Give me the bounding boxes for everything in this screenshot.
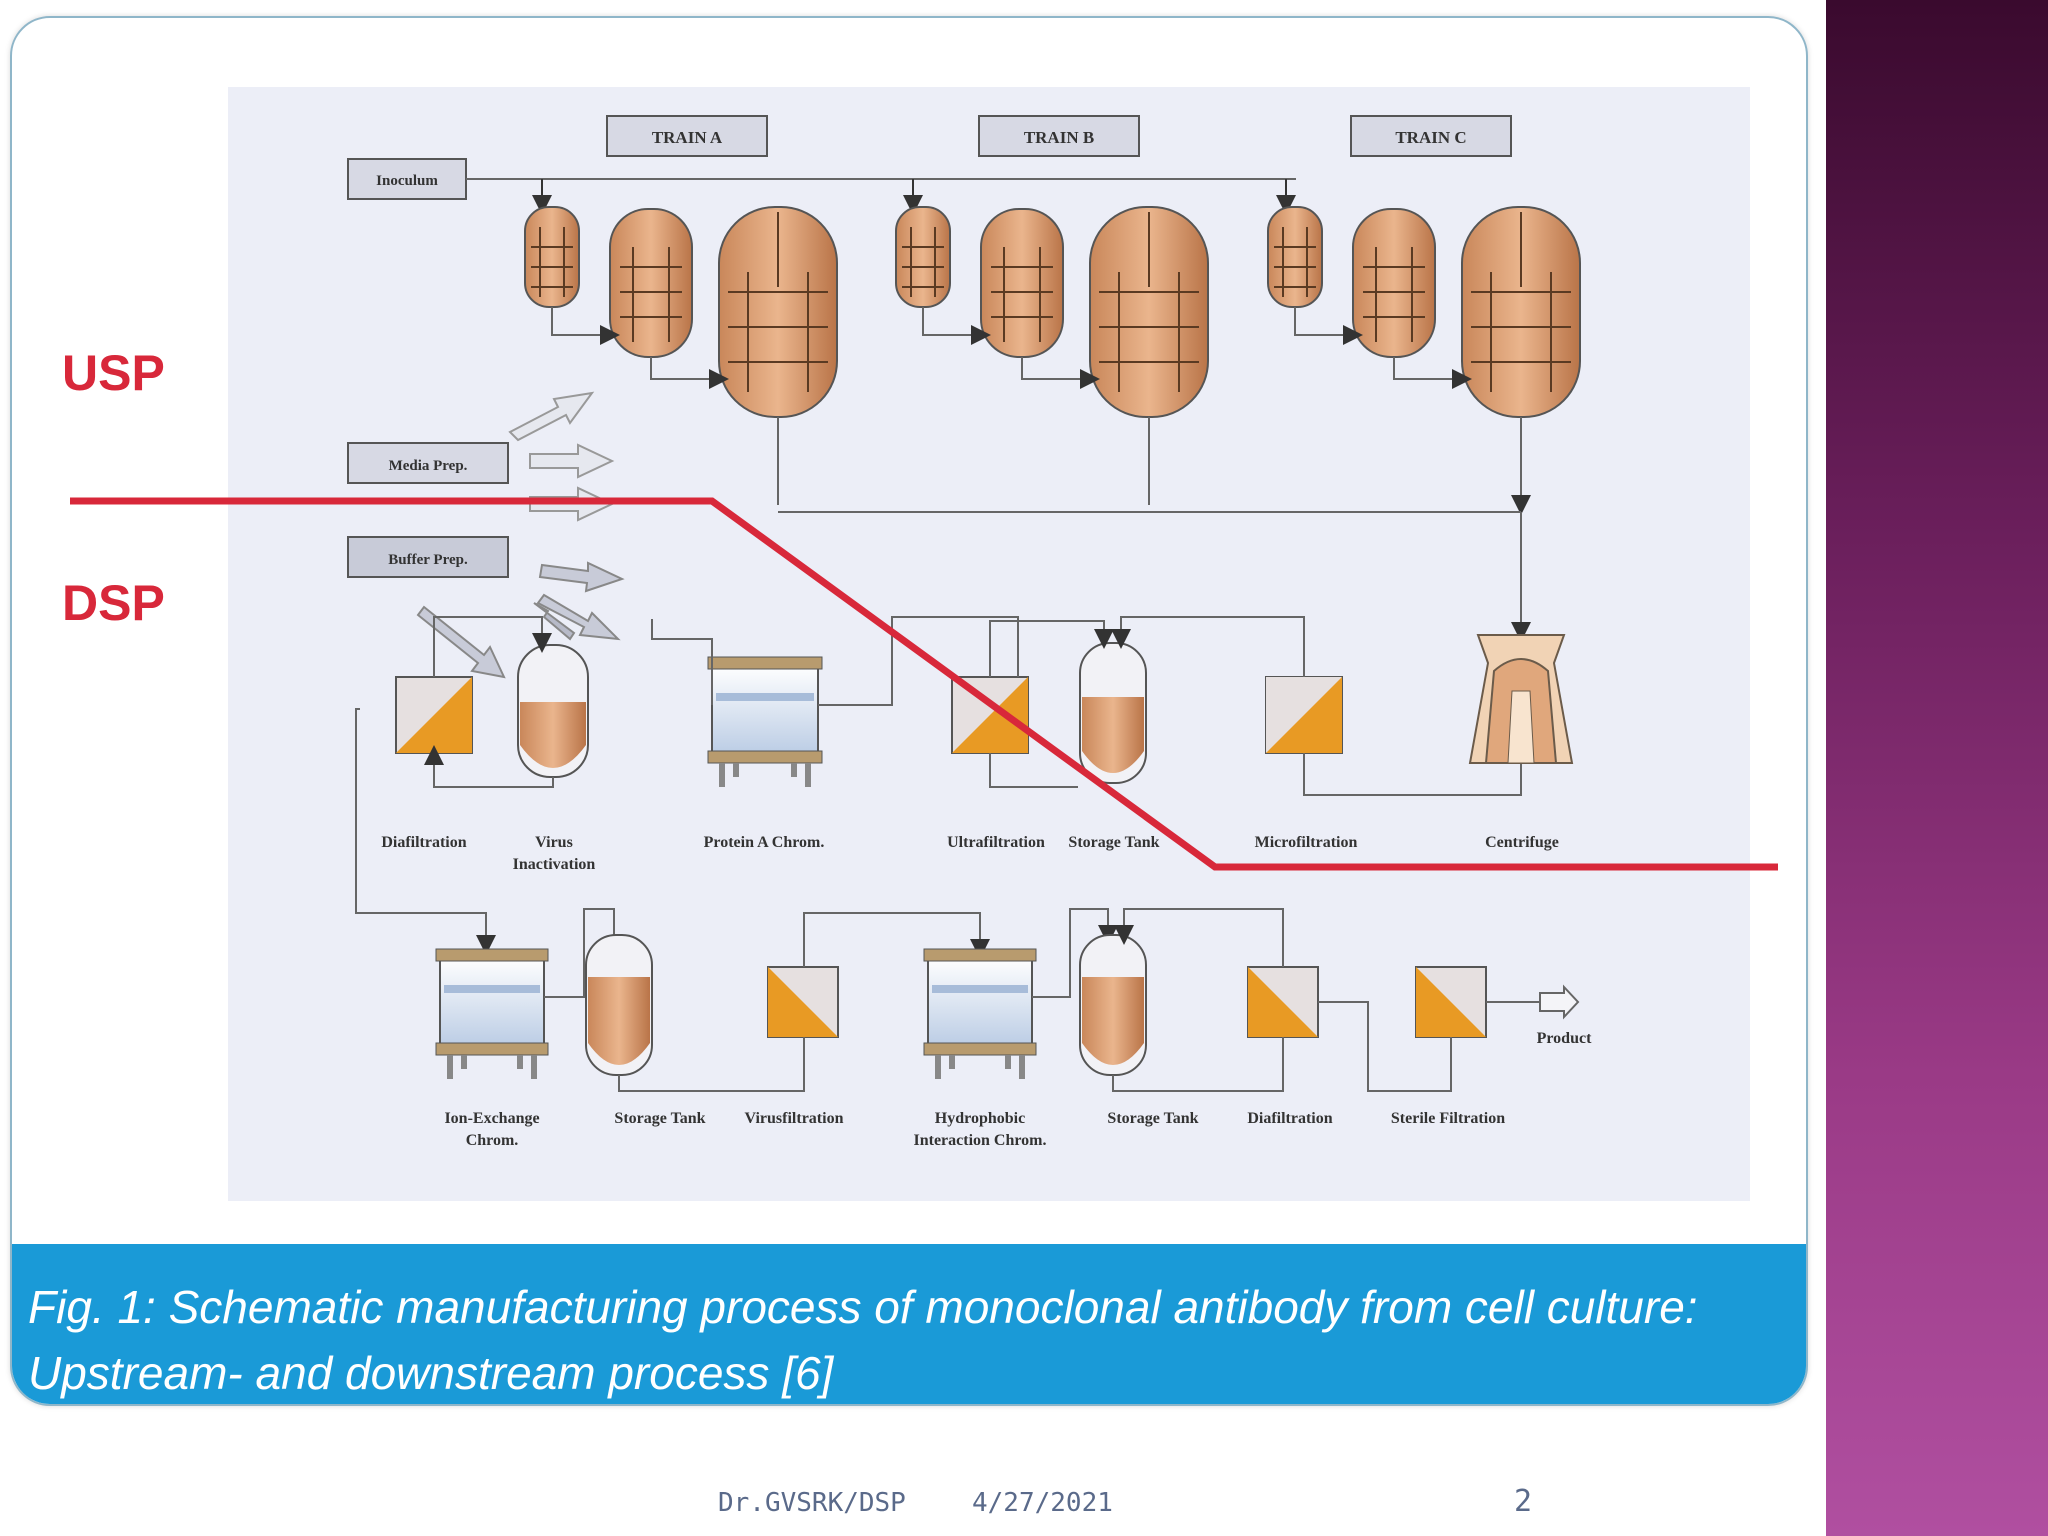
virus-inactivation-tank <box>517 644 589 778</box>
storage-tank-1-row2 <box>585 934 653 1076</box>
process-diagram-panel: TRAIN A TRAIN B TRAIN C Inoculum <box>228 87 1750 1201</box>
footer-author: Dr.GVSRK/DSP <box>718 1488 906 1518</box>
label-protein-a: Protein A Chrom. <box>704 834 825 851</box>
side-decoration-band <box>1826 0 2048 1536</box>
storage-tank-row1 <box>1079 642 1147 784</box>
label-ion-exchange: Ion-Exchange <box>444 1110 539 1127</box>
caption-line-1: Fig. 1: Schematic manufacturing process … <box>28 1281 1698 1333</box>
buffer-prep-box: Buffer Prep. <box>347 536 509 578</box>
buffer-prep-arrows <box>416 561 625 679</box>
caption-line-2: Upstream- and downstream process [6] <box>28 1347 834 1399</box>
slide-figure-frame: TRAIN A TRAIN B TRAIN C Inoculum <box>10 16 1808 1406</box>
train-c-text: TRAIN C <box>1395 128 1466 147</box>
label-inactivation: Inactivation <box>513 856 596 873</box>
footer-page-number: 2 <box>1514 1484 1533 1519</box>
ultrafiltration-unit <box>951 676 1029 754</box>
media-prep-arrows <box>508 391 615 522</box>
label-hydrophobic: Hydrophobic <box>935 1110 1025 1127</box>
figure-caption: Fig. 1: Schematic manufacturing process … <box>28 1274 1788 1404</box>
label-ultrafiltration: Ultrafiltration <box>947 834 1045 851</box>
label-microfiltration: Microfiltration <box>1255 834 1358 851</box>
diafiltration-unit-2 <box>1247 966 1319 1038</box>
train-b-bioreactors <box>895 206 1209 418</box>
process-diagram: TRAIN A TRAIN B TRAIN C Inoculum <box>347 115 1592 1149</box>
ion-exchange-column <box>435 948 549 1079</box>
label-interaction-chrom: Interaction Chrom. <box>913 1132 1046 1149</box>
product-outlet-arrow <box>1539 984 1580 1020</box>
sterile-filtration-unit <box>1415 966 1487 1038</box>
label-diafiltration-2: Diafiltration <box>1247 1110 1332 1127</box>
label-ion-exchange-chrom: Chrom. <box>466 1132 519 1149</box>
inoculum-box: Inoculum <box>347 158 467 200</box>
label-virus: Virus <box>535 834 573 851</box>
buffer-prep-text: Buffer Prep. <box>388 552 468 568</box>
label-sterile-filtration: Sterile Filtration <box>1391 1110 1505 1127</box>
usp-label: USP <box>62 345 165 401</box>
centrifuge-unit <box>1468 634 1574 764</box>
label-storage-tank-row1: Storage Tank <box>1068 834 1159 851</box>
microfiltration-unit <box>1265 676 1343 754</box>
train-a-text: TRAIN A <box>652 128 723 147</box>
dsp-label: DSP <box>62 575 165 631</box>
label-centrifuge: Centrifuge <box>1485 834 1559 851</box>
media-prep-text: Media Prep. <box>389 458 468 474</box>
protein-a-column <box>707 656 823 787</box>
diafiltration-unit-1 <box>395 676 473 754</box>
train-a-bioreactors <box>524 206 838 418</box>
train-c-label: TRAIN C <box>1350 115 1512 157</box>
train-b-text: TRAIN B <box>1024 128 1094 147</box>
train-a-label: TRAIN A <box>606 115 768 157</box>
label-diafiltration-1: Diafiltration <box>381 834 466 851</box>
storage-tank-2-row2 <box>1079 934 1147 1076</box>
virusfiltration-unit <box>767 966 839 1038</box>
media-prep-box: Media Prep. <box>347 442 509 484</box>
figure-caption-bar: Fig. 1: Schematic manufacturing process … <box>12 1244 1806 1404</box>
train-b-label: TRAIN B <box>978 115 1140 157</box>
label-product: Product <box>1537 1030 1592 1047</box>
footer-date: 4/27/2021 <box>972 1488 1113 1518</box>
inoculum-text: Inoculum <box>376 173 438 189</box>
label-virusfiltration: Virusfiltration <box>745 1110 844 1127</box>
label-storage-tank-1: Storage Tank <box>614 1110 705 1127</box>
train-c-bioreactors <box>1267 206 1581 418</box>
hydrophobic-interaction-column <box>923 948 1037 1079</box>
label-storage-tank-2: Storage Tank <box>1107 1110 1198 1127</box>
